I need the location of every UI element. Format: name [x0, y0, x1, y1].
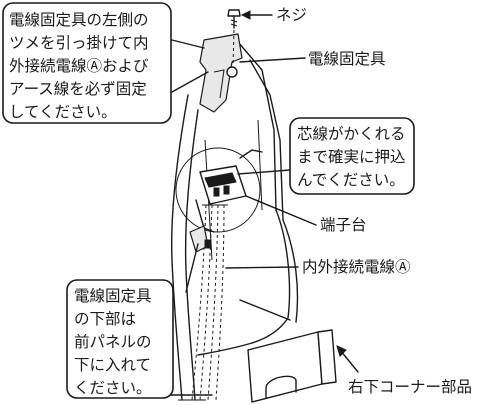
callout-top-left-line-2: ツメを引っ掛けて内 — [9, 34, 149, 52]
terminal-block-leader — [245, 195, 317, 226]
unit-left-inner-edge — [184, 109, 199, 401]
callout-bottom-left-line-4: 下に入れて — [74, 356, 151, 374]
terminal-upper-guide — [239, 149, 263, 159]
label-connecting-wire: 内外接続電線Ⓐ — [302, 258, 411, 276]
unit-rear-edge-2 — [249, 59, 284, 221]
wire-clamp-shape — [199, 33, 243, 113]
callout-top-left-line-3: 外接続電線Ⓐおよび — [9, 57, 149, 75]
callout-right-line-1: 芯線がかくれる — [297, 125, 406, 143]
terminal-screw-1 — [213, 187, 220, 197]
callout-right-line-3: んでください。 — [297, 171, 405, 189]
callout-bottom-left-line-3: 前パネルの — [74, 333, 152, 351]
corner-part-side — [317, 329, 337, 385]
callout-top-left-box — [2, 2, 172, 124]
callout-bottom-left-line-1: 電線固定具 — [74, 287, 152, 305]
callout-bottom-left-box — [66, 279, 174, 399]
indoor-unit-body — [169, 41, 299, 401]
screw-thread — [230, 19, 238, 27]
wire-1 — [191, 204, 207, 401]
corner-part-cutout — [265, 375, 297, 399]
leader-lines — [171, 10, 359, 373]
wire-clamp-part — [199, 33, 243, 113]
callout-right-line-2: まで確実に押込 — [297, 148, 406, 166]
callout-bottom-left-leader — [185, 243, 199, 293]
callout-top-left-leader-1 — [171, 39, 205, 49]
wire-4 — [215, 204, 225, 401]
connecting-wire-leader — [225, 266, 299, 269]
unit-bottom-edge — [197, 342, 253, 356]
unit-rear-edge — [237, 41, 277, 211]
terminal-screw-2 — [223, 185, 230, 195]
wire-clamp-detail — [213, 69, 225, 99]
terminal-block-area — [175, 147, 263, 233]
callout-right-box — [289, 117, 415, 195]
terminal-block-body — [199, 165, 247, 205]
screw-part — [227, 9, 241, 67]
unit-left-edge — [171, 94, 189, 401]
corner-part — [247, 329, 337, 403]
screw-head-icon — [227, 9, 241, 17]
wire-3 — [207, 204, 219, 401]
callout-top-left: 電線固定具の左側の ツメを引っ掛けて内 外接続電線Ⓐおよび アース線を必ず固定 … — [2, 2, 172, 124]
corner-part-arrow-icon — [336, 345, 347, 357]
lower-clamp-part — [189, 225, 212, 253]
screw-arrow-icon — [240, 10, 251, 20]
terminal-highlight-circle — [175, 147, 261, 233]
panel-crease — [239, 299, 291, 321]
wire-clamp-leader — [239, 57, 306, 63]
callout-top-left-leader-2 — [171, 71, 209, 93]
label-wire-clamp: 電線固定具 — [308, 50, 386, 68]
callout-right-leader — [237, 169, 291, 175]
front-panel-edge-2 — [282, 219, 299, 323]
label-screw: ネジ — [276, 6, 307, 24]
callout-right: 芯線がかくれる まで確実に押込 んでください。 — [289, 117, 415, 195]
callout-bottom-left: 電線固定具 の下部は 前パネルの 下に入れて ください。 — [66, 279, 174, 399]
wire-clamp-screw-hole — [226, 66, 238, 78]
front-panel-edge — [251, 209, 291, 344]
screw-guide-line — [232, 29, 235, 67]
label-corner-part: 右下コーナー部品 — [348, 378, 472, 396]
corner-part-front — [247, 331, 323, 403]
callout-top-left-line-4: アース線を必ず固定 — [9, 80, 147, 98]
label-terminal-block: 端子台 — [320, 216, 367, 234]
lower-clamp-tab — [204, 239, 212, 249]
callout-top-left-line-5: してください。 — [9, 103, 117, 121]
callout-bottom-left-line-2: の下部は — [74, 310, 136, 328]
wire-2 — [199, 204, 213, 401]
callout-top-left-line-1: 電線固定具の左側の — [9, 11, 149, 29]
callout-bottom-left-line-5: ください。 — [74, 379, 152, 397]
rail-right — [257, 119, 263, 211]
connecting-wire-bundle — [191, 204, 228, 401]
terminal-slots — [204, 172, 237, 188]
